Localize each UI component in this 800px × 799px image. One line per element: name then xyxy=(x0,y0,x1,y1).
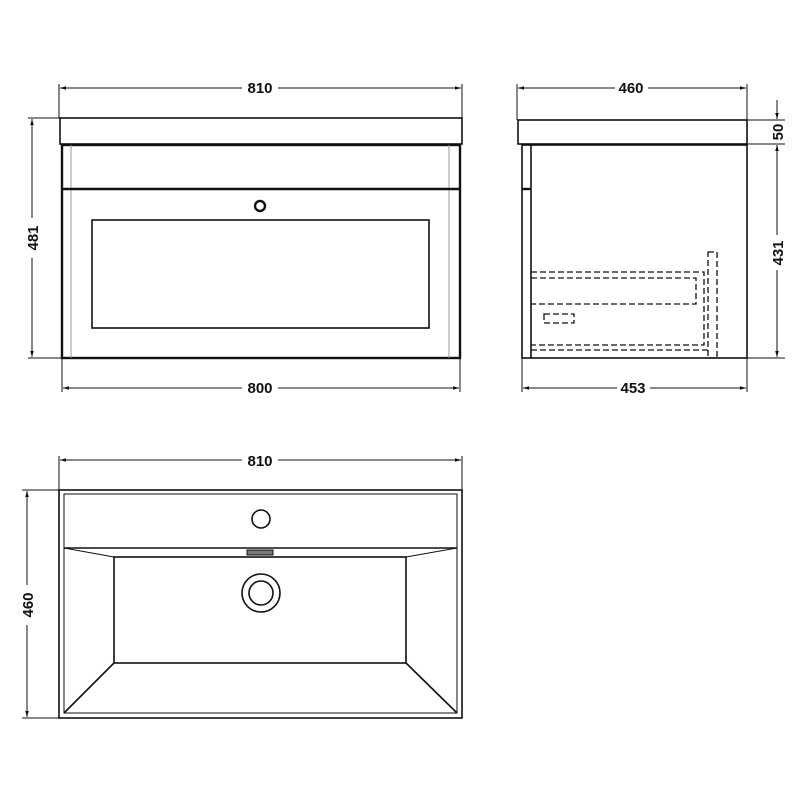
plan-overflow xyxy=(246,549,274,556)
plan-depth-dimension: 460 xyxy=(20,489,59,719)
side-view: 460 50 431 xyxy=(516,80,787,397)
side-hidden-drawer xyxy=(531,251,718,359)
side-cabinet-height-dimension: 431 xyxy=(747,145,787,359)
plan-waste-inner xyxy=(248,580,274,606)
side-slab-thickness-label: 50 xyxy=(770,124,787,141)
plan-width-label: 810 xyxy=(247,453,272,470)
plan-depth-label: 460 xyxy=(20,592,37,617)
front-tap-hole xyxy=(253,199,267,213)
front-bottom-width-dimension: 800 xyxy=(61,358,461,397)
front-drawer-panel xyxy=(91,219,430,329)
front-bottom-width-label: 800 xyxy=(247,380,272,397)
front-height-label: 481 xyxy=(25,225,42,250)
plan-waste-outer xyxy=(241,573,281,613)
side-top-depth-label: 460 xyxy=(618,80,643,97)
side-bottom-depth-label: 453 xyxy=(620,380,645,397)
front-top-width-dimension: 810 xyxy=(58,80,463,118)
plan-basin-inner xyxy=(63,493,458,714)
side-basin-slab xyxy=(517,119,748,145)
front-basin-slab xyxy=(59,117,463,145)
front-cabinet-body xyxy=(60,143,462,360)
front-view: 810 481 800 xyxy=(25,80,463,397)
front-height-dimension: 481 xyxy=(25,117,62,359)
side-bottom-depth-dimension: 453 xyxy=(521,358,748,397)
plan-view: 810 460 xyxy=(20,453,463,719)
front-top-width-label: 810 xyxy=(247,80,272,97)
side-top-depth-dimension: 460 xyxy=(516,80,748,120)
plan-bowl-floor xyxy=(113,556,407,664)
plan-basin-outer xyxy=(58,489,463,719)
side-slab-thickness-dimension: 50 xyxy=(747,100,787,145)
side-cabinet-height-label: 431 xyxy=(770,240,787,265)
plan-tap-hole xyxy=(251,509,271,529)
side-cabinet-body xyxy=(521,144,748,359)
plan-width-dimension: 810 xyxy=(58,453,463,490)
